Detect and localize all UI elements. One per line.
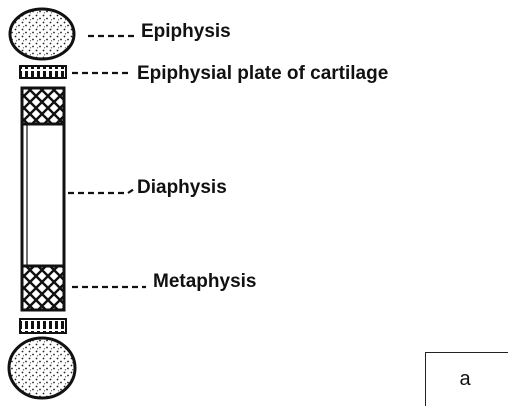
figure-letter: a	[459, 368, 470, 391]
label-diaphysis: Diaphysis	[137, 177, 227, 198]
label-epiphysis: Epiphysis	[141, 21, 231, 42]
epiphysial-plate-top	[20, 66, 66, 78]
metaphysis-top	[22, 88, 64, 124]
leader-diaphysis	[68, 189, 134, 193]
label-epiphysial-plate: Epiphysial plate of cartilage	[137, 63, 388, 84]
metaphysis-bottom	[22, 266, 64, 310]
figure-letter-box: a	[425, 352, 508, 406]
epiphysis-bottom	[9, 338, 75, 398]
label-metaphysis: Metaphysis	[153, 271, 256, 292]
epiphysial-plate-bottom	[20, 319, 66, 333]
epiphysis-top	[10, 9, 74, 59]
